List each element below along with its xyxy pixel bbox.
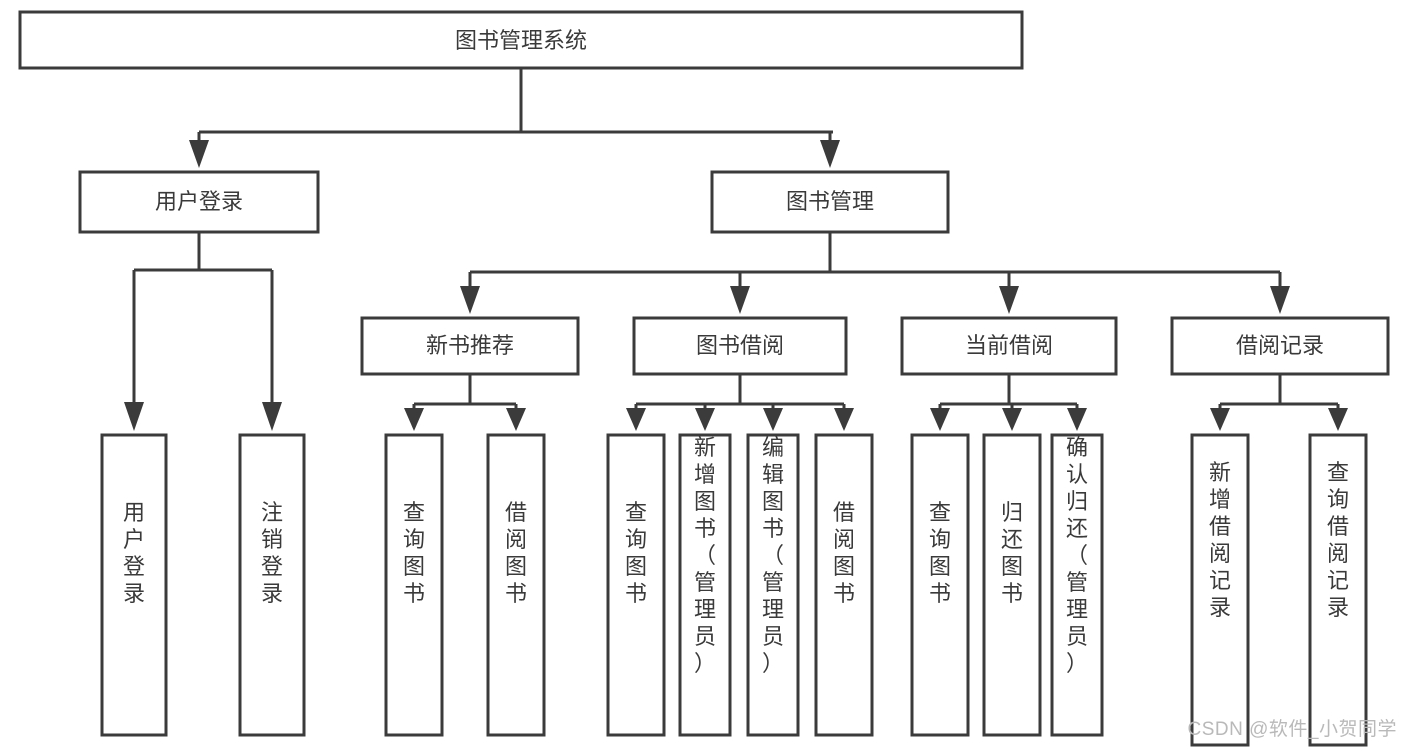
leaf-user-logout-box[interactable] xyxy=(238,433,306,737)
leaf-borrow-books-rec[interactable]: 借阅图书 xyxy=(486,433,546,737)
node-current-borrow-label: 当前借阅 xyxy=(965,333,1053,358)
leaf-user-login-label: 用户登录 xyxy=(123,500,145,606)
leaf-query-books-rec-box[interactable] xyxy=(384,433,444,737)
arrow-head-book-borrow xyxy=(730,286,750,314)
leaf-add-book-admin-label: 新增图书（管理员） xyxy=(694,435,716,676)
node-new-book-recommend-box[interactable] xyxy=(360,316,580,376)
node-new-book-recommend[interactable]: 新书推荐 xyxy=(360,316,580,376)
arrow-head-new-book-recommend xyxy=(460,286,480,314)
node-root-label: 图书管理系统 xyxy=(455,28,587,53)
leaf-confirm-return-admin[interactable]: 确认归还（管理员） xyxy=(1050,433,1104,737)
leaf-query-books-borrow-box[interactable] xyxy=(606,433,666,737)
leaf-borrow-books-box[interactable] xyxy=(814,433,874,737)
leaf-query-borrow-record[interactable]: 查询借阅记录 xyxy=(1308,433,1368,747)
arrow-head-borrow-records xyxy=(1270,286,1290,314)
leaf-return-books[interactable]: 归还图书 xyxy=(982,433,1042,737)
arrow-head-current-borrow xyxy=(999,286,1019,314)
arrow-head-leaf-confirm-return-admin xyxy=(1067,408,1087,431)
leaf-edit-book-admin-label: 编辑图书（管理员） xyxy=(762,435,784,676)
leaf-edit-book-admin-box[interactable] xyxy=(746,433,800,737)
leaf-add-borrow-record[interactable]: 新增借阅记录 xyxy=(1190,433,1250,747)
leaf-query-books-borrow[interactable]: 查询图书 xyxy=(606,433,666,737)
arrow-head-leaf-add-book-admin xyxy=(695,408,715,431)
node-user-login-box[interactable] xyxy=(78,170,320,234)
arrow-head-leaf-user-logout xyxy=(262,402,282,431)
arrow-head-leaf-borrow-books xyxy=(834,408,854,431)
leaf-query-books-borrow-label: 查询图书 xyxy=(625,500,647,606)
node-borrow-records[interactable]: 借阅记录 xyxy=(1170,316,1390,376)
leaf-user-logout[interactable]: 注销登录 xyxy=(238,433,306,737)
arrow-head-leaf-borrow-books-rec xyxy=(506,408,526,431)
leaf-borrow-books-rec-box[interactable] xyxy=(486,433,546,737)
leaf-query-borrow-record-label: 查询借阅记录 xyxy=(1327,460,1349,620)
node-book-borrow[interactable]: 图书借阅 xyxy=(632,316,848,376)
leaf-user-login[interactable]: 用户登录 xyxy=(100,433,168,737)
arrow-head-leaf-add-borrow-record xyxy=(1210,408,1230,431)
leaf-confirm-return-admin-box[interactable] xyxy=(1050,433,1104,737)
leaf-query-books-rec-label: 查询图书 xyxy=(403,500,425,606)
node-current-borrow-box[interactable] xyxy=(900,316,1118,376)
node-book-management[interactable]: 图书管理 xyxy=(710,170,950,234)
arrow-head-leaf-query-borrow-record xyxy=(1328,408,1348,431)
leaf-borrow-books-label: 借阅图书 xyxy=(833,500,855,606)
leaf-add-book-admin[interactable]: 新增图书（管理员） xyxy=(678,433,732,737)
node-root-box[interactable] xyxy=(18,10,1024,70)
node-new-book-recommend-label: 新书推荐 xyxy=(426,333,514,358)
leaf-query-books-current[interactable]: 查询图书 xyxy=(910,433,970,737)
leaf-user-login-box[interactable] xyxy=(100,433,168,737)
leaf-add-borrow-record-box[interactable] xyxy=(1190,433,1250,747)
arrow-head-leaf-edit-book-admin xyxy=(763,408,783,431)
leaf-borrow-books[interactable]: 借阅图书 xyxy=(814,433,874,737)
node-borrow-records-label: 借阅记录 xyxy=(1236,333,1324,358)
arrow-head-leaf-query-books-current xyxy=(930,408,950,431)
leaf-borrow-books-rec-label: 借阅图书 xyxy=(505,500,527,606)
arrow-head-leaf-query-books-borrow xyxy=(626,408,646,431)
arrow-head-leaf-return-books xyxy=(1002,408,1022,431)
node-borrow-records-box[interactable] xyxy=(1170,316,1390,376)
arrow-head-leaf-query-books-rec xyxy=(404,408,424,431)
node-current-borrow[interactable]: 当前借阅 xyxy=(900,316,1118,376)
leaf-return-books-box[interactable] xyxy=(982,433,1042,737)
node-book-management-label: 图书管理 xyxy=(786,189,874,214)
node-user-login-label: 用户登录 xyxy=(155,189,243,214)
connector-layer xyxy=(124,68,1348,431)
node-book-borrow-label: 图书借阅 xyxy=(696,333,784,358)
node-book-management-box[interactable] xyxy=(710,170,950,234)
leaf-query-borrow-record-box[interactable] xyxy=(1308,433,1368,747)
leaf-add-book-admin-box[interactable] xyxy=(678,433,732,737)
leaf-return-books-label: 归还图书 xyxy=(1001,500,1023,606)
leaf-query-books-current-label: 查询图书 xyxy=(929,500,951,606)
arrow-head-user-login xyxy=(189,140,209,168)
arrow-head-book-management xyxy=(820,140,840,168)
leaf-edit-book-admin[interactable]: 编辑图书（管理员） xyxy=(746,433,800,737)
arrow-head-leaf-user-login xyxy=(124,402,144,431)
node-user-login[interactable]: 用户登录 xyxy=(78,170,320,234)
leaf-user-logout-label: 注销登录 xyxy=(261,500,283,606)
leaf-query-books-current-box[interactable] xyxy=(910,433,970,737)
node-book-borrow-box[interactable] xyxy=(632,316,848,376)
leaf-add-borrow-record-label: 新增借阅记录 xyxy=(1209,460,1231,620)
node-root[interactable]: 图书管理系统 xyxy=(18,10,1024,70)
leaf-confirm-return-admin-label: 确认归还（管理员） xyxy=(1066,435,1088,676)
leaf-query-books-rec[interactable]: 查询图书 xyxy=(384,433,444,737)
